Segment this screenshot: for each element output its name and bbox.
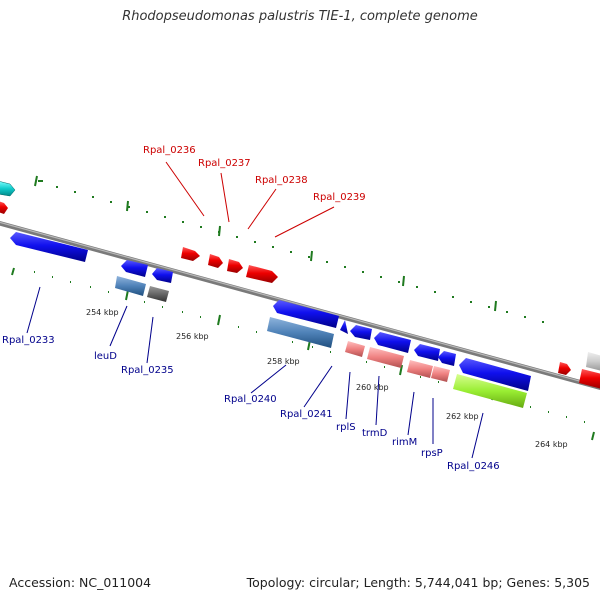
gene-rpal-0246-top[interactable] [459, 358, 531, 391]
gene-blue-a[interactable] [350, 325, 372, 340]
gene-small-triangle[interactable] [340, 320, 348, 334]
tick-label-264: 264 kbp [535, 440, 568, 449]
gene-rpal-0235-top[interactable] [152, 268, 173, 283]
gene-leud-top[interactable] [121, 260, 148, 277]
tick-label-254: 254 kbp [86, 308, 119, 317]
label-rpal-0241: Rpal_0241 [280, 409, 333, 420]
tick-label-258: 258 kbp [267, 357, 300, 366]
gene-red-edge[interactable] [0, 201, 8, 214]
accession-text: Accession: NC_011004 [9, 575, 152, 590]
label-rpal-0233: Rpal_0233 [2, 335, 55, 346]
gene-rpls[interactable] [345, 341, 365, 357]
gene-rpal-0235[interactable] [147, 286, 169, 302]
label-leud: leuD [94, 351, 117, 362]
gene-red-right[interactable] [579, 369, 600, 389]
leader-lines-bottom [26, 286, 484, 459]
label-rpal-0237: Rpal_0237 [198, 158, 251, 169]
gene-rpal-0238[interactable] [227, 259, 243, 273]
gene-rpal-0240-top[interactable] [273, 300, 339, 328]
gene-rpal-0236[interactable] [181, 247, 200, 261]
label-rpal-0238: Rpal_0238 [255, 175, 308, 186]
topology-text: Topology: circular; Length: 5,744,041 bp… [246, 575, 590, 590]
map-title: Rhodopseudomonas palustris TIE-1, comple… [122, 9, 478, 24]
label-rpal-0236: Rpal_0236 [143, 145, 196, 156]
gene-trmd[interactable] [367, 347, 404, 368]
gene-blue-d[interactable] [438, 351, 456, 366]
gene-rimm[interactable] [407, 360, 433, 378]
gene-rpsp[interactable] [431, 366, 450, 382]
gene-cyan-edge[interactable] [0, 181, 16, 197]
gene-red-right-small[interactable] [558, 362, 571, 375]
gene-blue-b[interactable] [374, 332, 411, 353]
gene-rpal-0246[interactable] [453, 374, 527, 408]
tick-label-256: 256 kbp [176, 332, 209, 341]
label-trmd: trmD [362, 428, 388, 439]
gene-rpal-0237[interactable] [208, 254, 223, 268]
tick-label-260: 260 kbp [356, 383, 389, 392]
gene-leud[interactable] [115, 276, 146, 296]
gene-rpal-0239[interactable] [246, 265, 278, 283]
genome-backbone [0, 221, 600, 390]
tick-label-262: 262 kbp [446, 412, 479, 421]
gene-rpal-0240[interactable] [267, 317, 334, 348]
label-rpal-0239: Rpal_0239 [313, 192, 366, 203]
leader-lines-top [165, 161, 335, 238]
gene-rpal-0233[interactable] [10, 232, 88, 262]
label-rpal-0240: Rpal_0240 [224, 394, 277, 405]
gene-blue-c[interactable] [414, 344, 440, 361]
label-rpal-0246: Rpal_0246 [447, 461, 500, 472]
tick-ring-outer [34, 175, 544, 323]
label-rpal-0235: Rpal_0235 [121, 365, 174, 376]
label-rimm: rimM [392, 437, 417, 448]
gene-ltgray-right[interactable] [586, 352, 600, 371]
label-rpsp: rpsP [421, 448, 443, 459]
label-rpls: rplS [336, 422, 356, 433]
